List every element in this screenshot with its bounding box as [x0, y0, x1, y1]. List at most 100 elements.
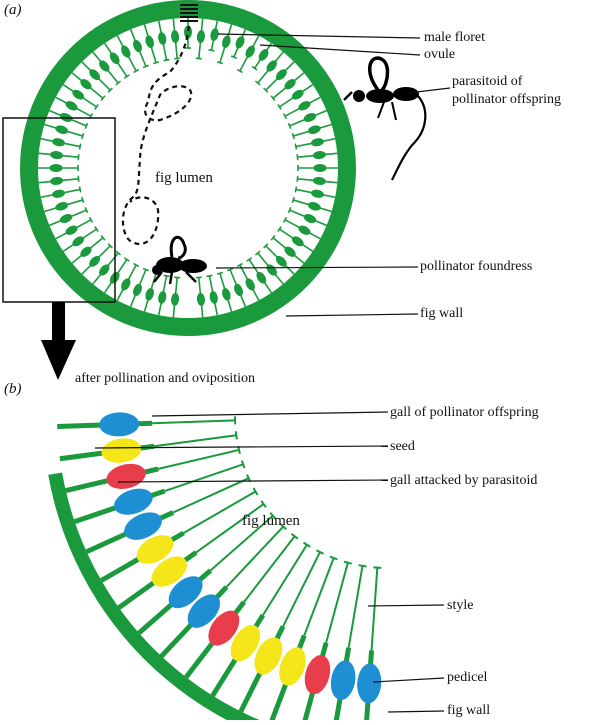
ovule — [51, 137, 65, 147]
ovule — [310, 189, 324, 199]
stigma-tip — [208, 50, 214, 51]
style — [244, 536, 295, 602]
gall-parasitoid-label: gall attacked by parasitoid — [390, 472, 537, 489]
leader-line — [388, 711, 444, 712]
style — [152, 420, 235, 423]
stigma-tip — [217, 272, 223, 274]
stigma-tip — [295, 187, 296, 193]
stigma-tip — [82, 133, 84, 139]
ovule — [313, 150, 327, 159]
ovule — [157, 290, 167, 304]
stigma-tip — [174, 58, 180, 59]
leader-line — [373, 678, 444, 682]
style — [372, 568, 378, 651]
parasitoid-legs — [378, 102, 396, 120]
parasitoid-label: parasitoid of pollinator offspring — [452, 73, 561, 109]
seed — [100, 436, 143, 465]
ovule — [170, 30, 179, 44]
style — [283, 552, 320, 626]
stigma-tip — [217, 62, 223, 64]
ovule-label: ovule — [424, 46, 455, 63]
ovule — [302, 111, 317, 123]
stigma-tip — [292, 133, 294, 139]
ovule — [290, 88, 305, 102]
leader-line — [286, 314, 418, 316]
foundress-label: pollinator foundress — [420, 258, 532, 275]
ovule — [144, 34, 155, 49]
stigma-tip — [297, 176, 298, 182]
gall-pollinator-offspring — [328, 659, 358, 702]
stigma-tip — [80, 187, 81, 193]
ovule — [314, 164, 327, 172]
ovule — [51, 189, 65, 199]
ovule — [54, 201, 69, 212]
ovule — [302, 212, 317, 224]
ovule — [144, 287, 155, 302]
stigma-tip — [196, 277, 202, 278]
stigma-tip — [231, 56, 237, 58]
stigma-tip — [207, 275, 213, 276]
panel-b-fig-wall-label: fig wall — [447, 702, 490, 719]
ovule — [157, 31, 167, 45]
stigma-tip — [292, 197, 294, 203]
style — [304, 558, 333, 636]
stigma-tip — [236, 431, 237, 439]
panel-a-lumen-label: fig lumen — [155, 170, 213, 187]
stigma-tip — [164, 275, 170, 276]
panel-b-label: (b) — [4, 381, 22, 398]
ovule — [232, 282, 244, 297]
stigma-tip — [297, 154, 298, 160]
style — [263, 545, 307, 615]
ovule — [297, 224, 312, 237]
stigma-tip — [143, 268, 149, 270]
stigma-tip — [78, 176, 79, 182]
gall-parasitoid — [104, 460, 148, 492]
ovule — [244, 44, 257, 59]
ovule — [297, 99, 312, 112]
stigma-tip — [78, 154, 79, 160]
ovule — [59, 212, 74, 224]
pedicel-label: pedicel — [447, 669, 487, 686]
ovule — [290, 234, 305, 248]
male-floret-label: male floret — [424, 29, 485, 46]
stigma-tip — [295, 144, 296, 150]
stigma-tip — [288, 123, 290, 129]
gall-pollinator-offspring — [356, 663, 383, 705]
style — [349, 566, 363, 648]
ovule — [64, 224, 79, 237]
ovule — [310, 137, 324, 147]
ovule — [50, 150, 64, 159]
ovule — [313, 176, 327, 185]
ovule — [119, 44, 132, 59]
stigma-tip — [85, 207, 87, 213]
stigma-tip — [242, 461, 245, 469]
panel-b-lumen-label: fig lumen — [242, 513, 300, 530]
male-floret — [209, 27, 219, 41]
arrow-head — [41, 340, 76, 380]
style — [158, 450, 239, 469]
ovule — [209, 290, 219, 304]
ovule — [50, 176, 64, 185]
stigma-tip — [373, 567, 381, 568]
ovule — [50, 164, 63, 172]
stigma-tip — [359, 565, 367, 566]
stigma-tip — [288, 207, 290, 213]
stigma-tip — [330, 557, 337, 560]
male-floret — [257, 47, 271, 62]
parasitoid-abdomen — [393, 87, 419, 101]
panel-a-fig-wall-label: fig wall — [420, 305, 463, 322]
parasitoid-thorax — [366, 89, 394, 103]
leader-line — [368, 605, 444, 606]
parasitoid-antenna — [344, 92, 352, 100]
ovule — [119, 277, 132, 292]
parasitoid-ovipositor — [392, 96, 425, 180]
ovule — [54, 124, 69, 135]
ovule — [71, 234, 86, 248]
leader-line — [152, 412, 388, 416]
style — [154, 435, 236, 446]
stigma-tip — [164, 60, 170, 61]
arrow-shaft — [52, 302, 65, 344]
stigma-tip — [174, 277, 180, 278]
ovule — [244, 277, 257, 292]
